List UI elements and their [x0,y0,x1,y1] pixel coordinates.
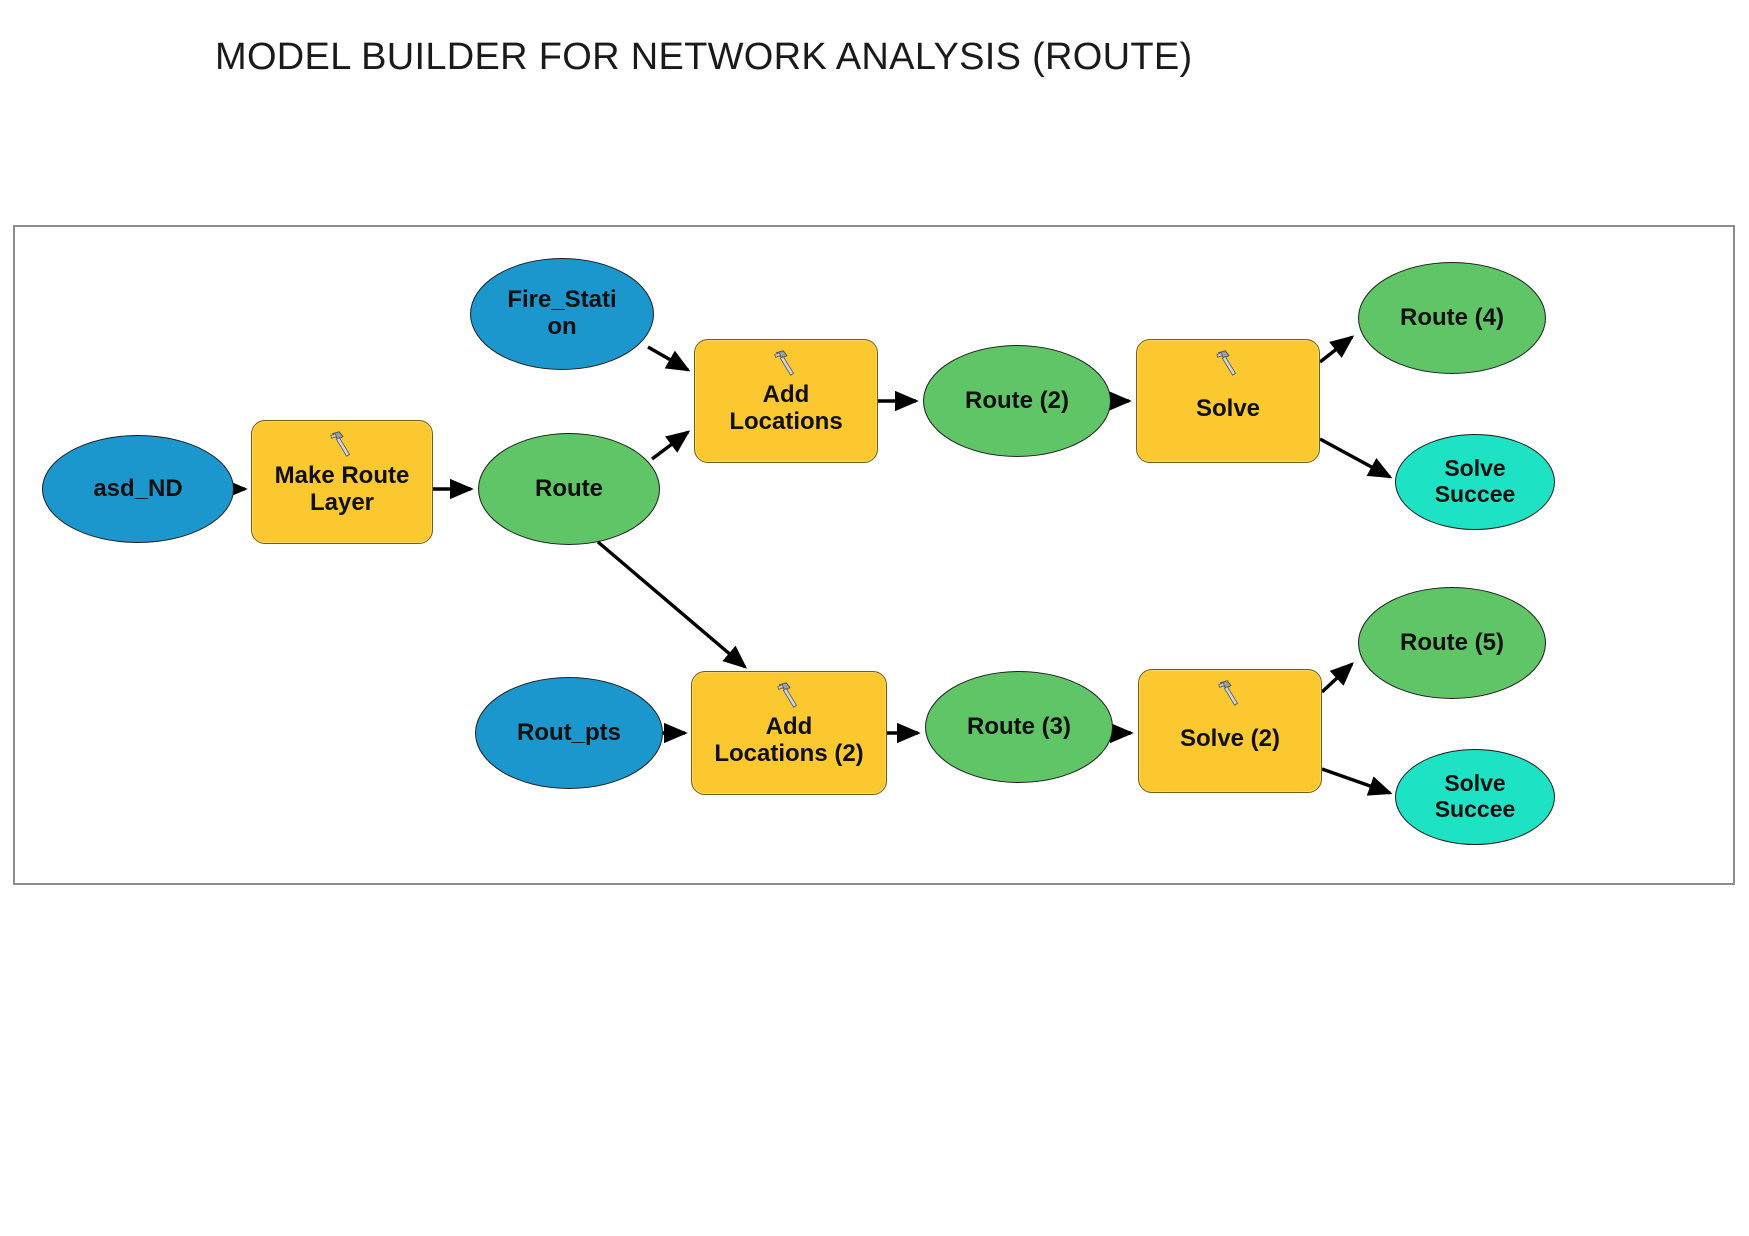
node-route-4[interactable]: Route (4) [1358,262,1546,374]
node-label-solve-2: Solve (2) [1179,724,1281,752]
node-label-solve-succee-2: Solve Succee [1434,770,1516,822]
node-label-fire-station: Fire_Stati on [507,286,617,340]
connector-solve-2-to-route-5 [1320,662,1354,694]
node-solve[interactable]: Solve [1136,339,1320,463]
connector-solve-to-route-4 [1318,335,1355,364]
node-label-route: Route [535,474,603,502]
node-label-make-route-layer: Make Route Layer [274,462,410,516]
node-asd-nd[interactable]: asd_ND [42,435,234,543]
node-add-locations-2[interactable]: Add Locations (2) [691,671,887,795]
node-route[interactable]: Route [478,433,660,545]
connector-route-to-add-locations-2 [596,540,748,669]
node-label-solve-succee-1: Solve Succee [1434,455,1516,507]
node-rout-pts[interactable]: Rout_pts [475,677,663,789]
node-label-add-locations-2: Add Locations (2) [714,713,864,767]
hammer-icon [1215,678,1245,708]
node-label-route-5: Route (5) [1400,628,1504,656]
hammer-icon [1213,348,1243,378]
connector-solve-to-solve-succee-1 [1319,437,1393,479]
node-solve-succee-2[interactable]: Solve Succee [1395,749,1555,845]
node-label-route-3: Route (3) [967,712,1071,740]
connector-route-to-add-locations [650,430,691,461]
node-label-route-2: Route (2) [965,386,1069,414]
connector-fire-station-to-add-locations [647,345,691,372]
node-label-solve: Solve [1195,394,1261,422]
node-solve-2[interactable]: Solve (2) [1138,669,1322,793]
hammer-icon [327,429,357,459]
hammer-icon [774,680,804,710]
node-route-5[interactable]: Route (5) [1358,587,1546,699]
node-label-add-locations: Add Locations [729,381,843,435]
node-label-asd-nd: asd_ND [93,474,183,502]
node-add-locations[interactable]: Add Locations [694,339,878,463]
node-make-route-layer[interactable]: Make Route Layer [251,420,433,544]
node-solve-succee-1[interactable]: Solve Succee [1395,434,1555,530]
node-route-3[interactable]: Route (3) [925,671,1113,783]
model-builder-canvas[interactable]: asd_ND Make Route Layer Route Fire_Stati o… [13,225,1735,885]
node-fire-station[interactable]: Fire_Stati on [470,258,654,370]
hammer-icon [771,348,801,378]
page-title: MODEL BUILDER FOR NETWORK ANALYSIS (ROUT… [215,36,1193,78]
connector-solve-2-to-solve-succee-2 [1321,767,1393,796]
node-label-rout-pts: Rout_pts [517,718,621,746]
node-route-2[interactable]: Route (2) [923,345,1111,457]
node-label-route-4: Route (4) [1400,303,1504,331]
